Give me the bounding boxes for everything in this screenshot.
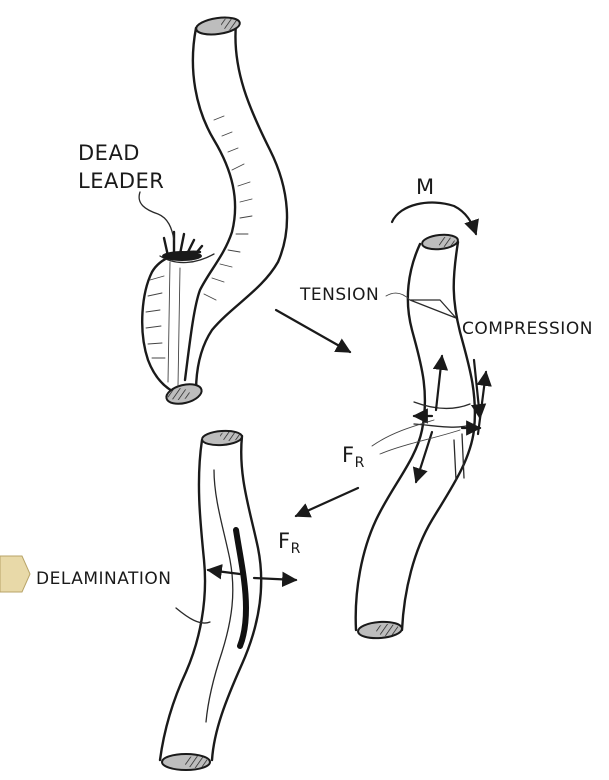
delamination-crack (236, 530, 246, 646)
dead-leader-stub (162, 232, 202, 261)
dead-leader-pointer (139, 192, 174, 240)
moment-label: M (416, 175, 435, 199)
dead-leader-label-line1: DEAD (78, 141, 140, 165)
dead-leader-label-line2: LEADER (78, 169, 164, 193)
margin-tab (0, 556, 30, 592)
flow-arrow-1 (276, 310, 350, 352)
moment-arrow (392, 203, 476, 234)
stem-with-dead-leader (139, 15, 287, 407)
delamination-arrow-left (208, 570, 240, 574)
flow-arrow-2 (296, 488, 358, 516)
delaminated-stem (160, 430, 296, 770)
tension-arrow-up (436, 356, 442, 410)
tension-label: TENSION (299, 285, 379, 305)
compression-label: COMPRESSION (462, 319, 593, 339)
delamination-label: DELAMINATION (36, 569, 172, 589)
radial-force-label: FR (342, 443, 365, 471)
radial-force-label-2: FR (278, 529, 301, 557)
